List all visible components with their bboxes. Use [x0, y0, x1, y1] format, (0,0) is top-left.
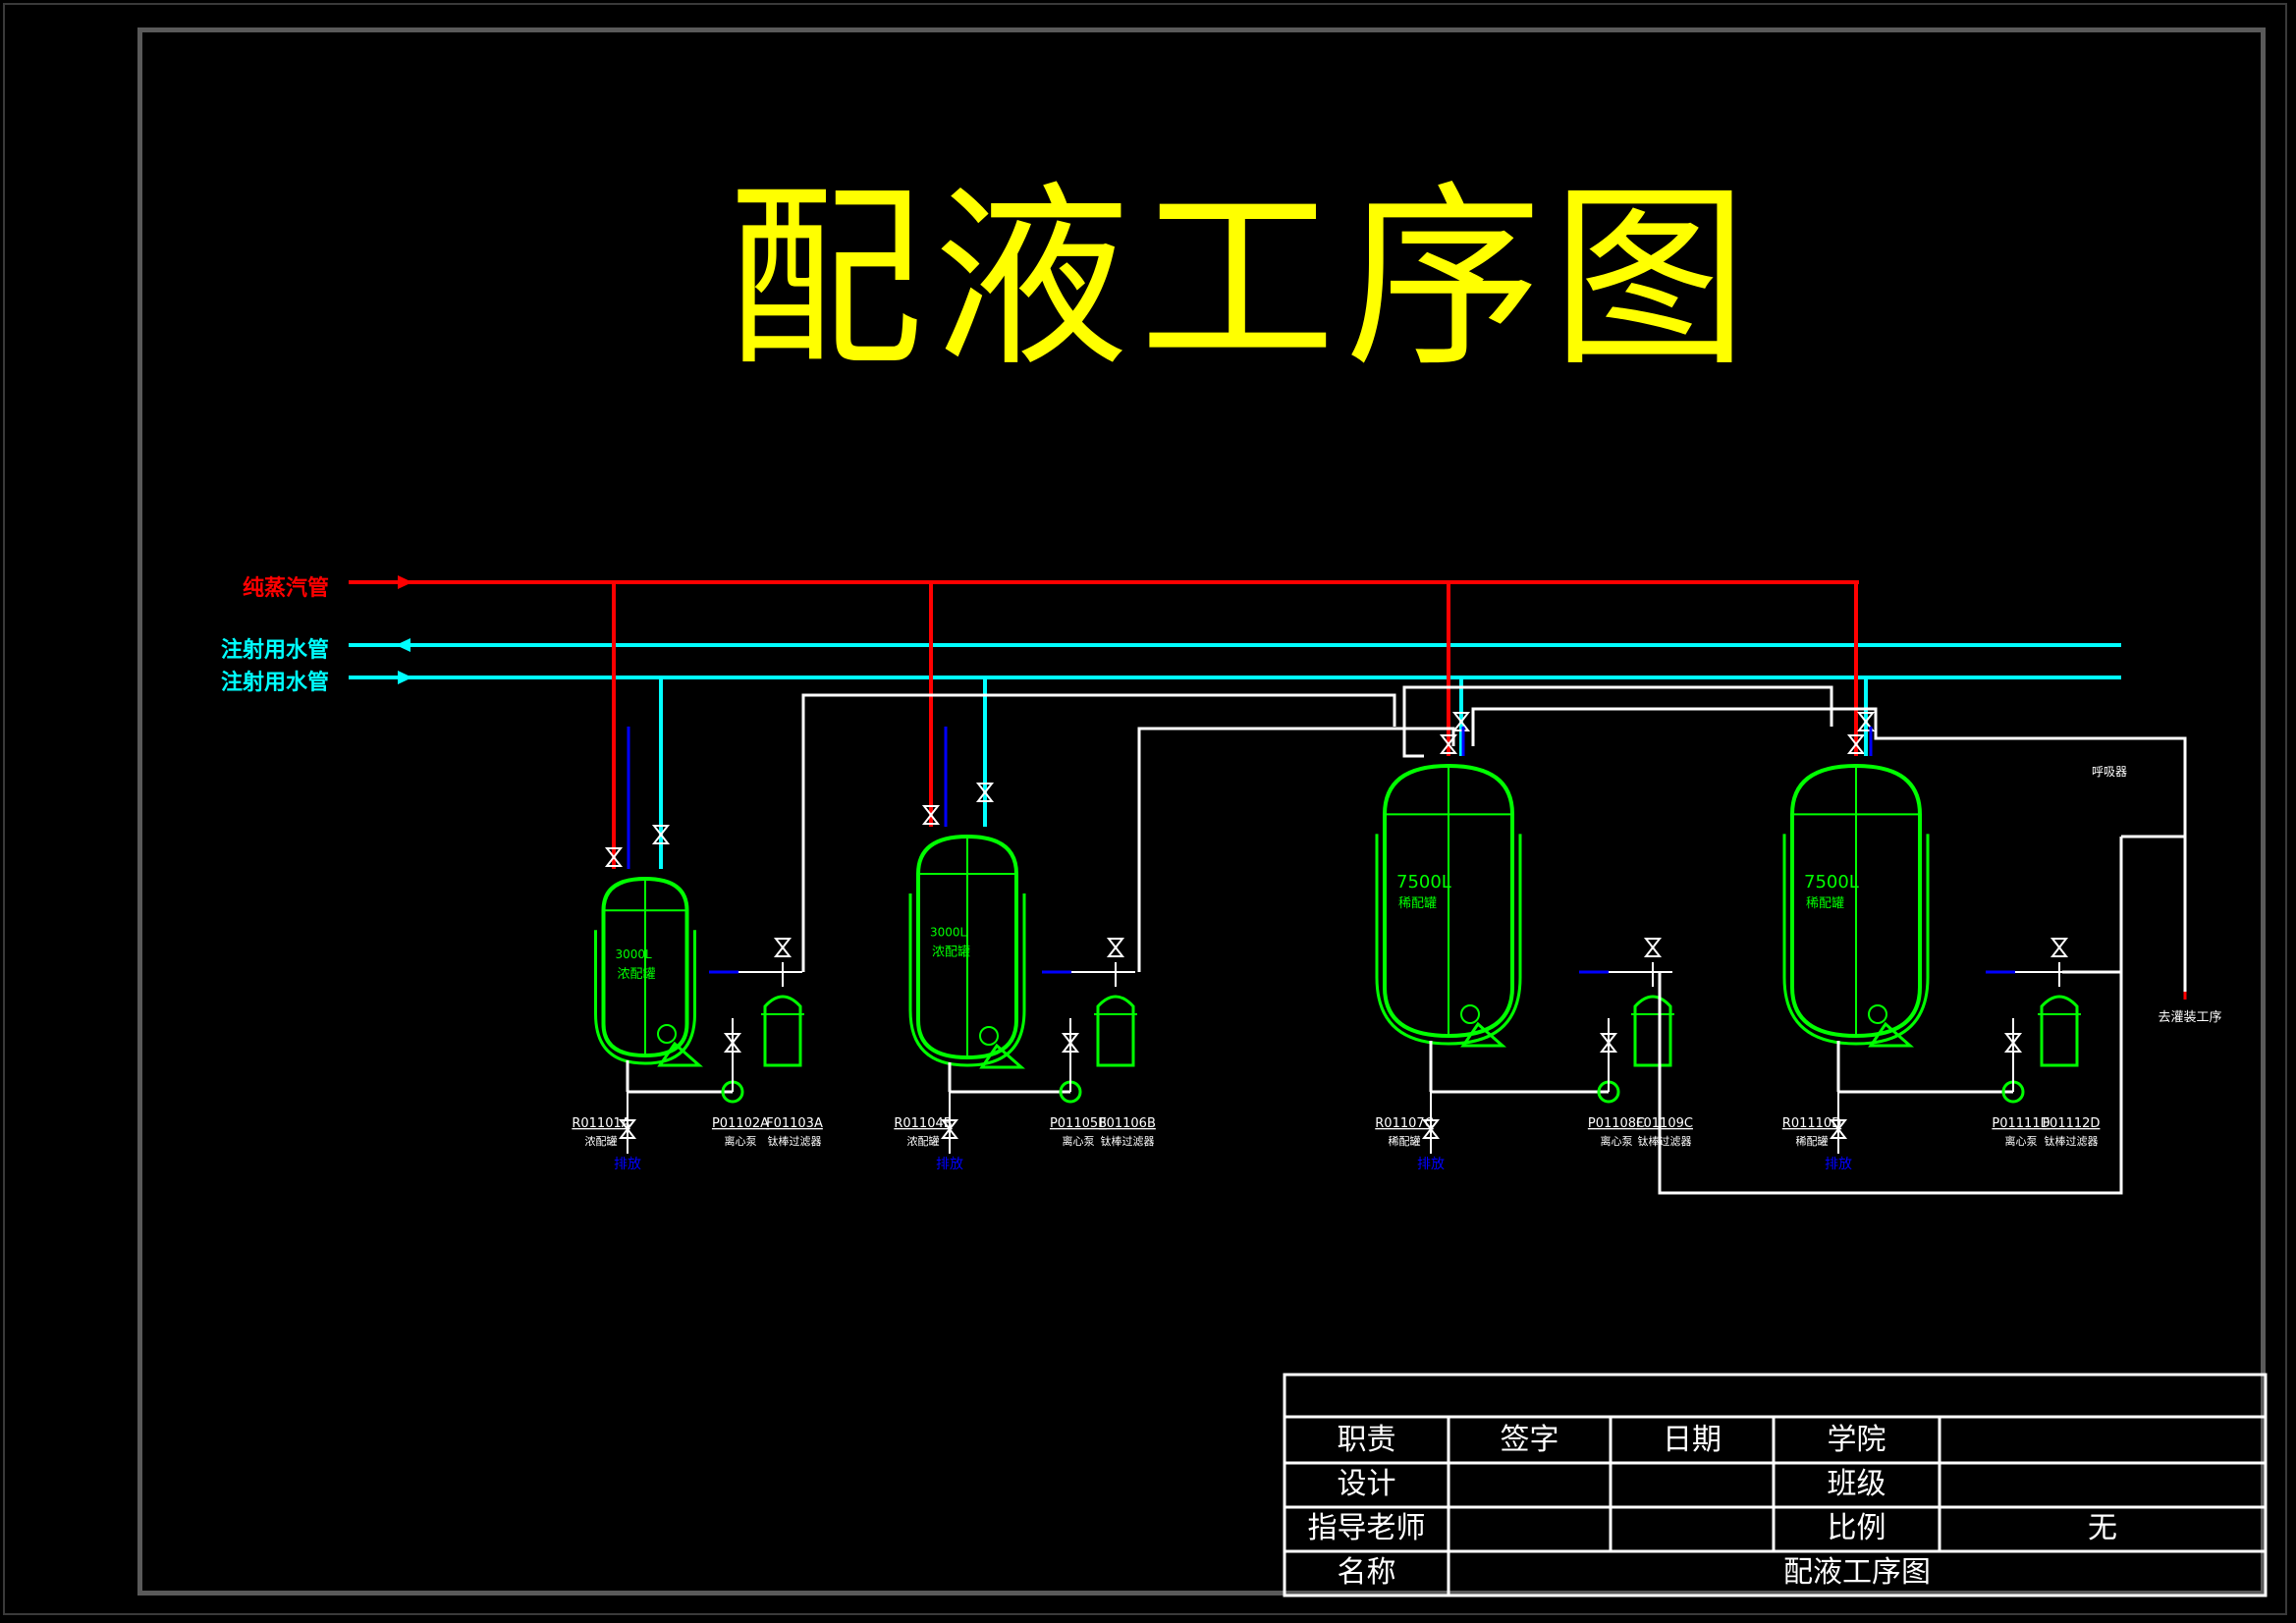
pump-P01105B — [1059, 1018, 1082, 1104]
pump-desc: 离心泵 — [1063, 1134, 1095, 1148]
tank-volume: 7500L — [1804, 872, 1859, 893]
filter-valve-1 — [773, 938, 793, 957]
filter-F01106B — [1042, 962, 1137, 1067]
outer-border — [3, 3, 2287, 1615]
tb-header-school: 学院 — [1827, 1423, 1886, 1457]
wfi-supply-label: 注射用水管 — [221, 670, 329, 695]
tb-header-date: 日期 — [1663, 1423, 1722, 1457]
tank-desc: 浓配罐 — [585, 1135, 618, 1148]
steam-header: 纯蒸汽管 — [243, 575, 1859, 601]
tank-tag: R01104B — [894, 1116, 952, 1131]
filter-F01103A — [709, 962, 804, 1067]
wfi-return-label: 注射用水管 — [221, 637, 329, 663]
steam-valve-3 — [1439, 734, 1458, 754]
steam-pipe-label: 纯蒸汽管 — [243, 575, 329, 601]
pump-tag: P01102A — [712, 1116, 769, 1131]
tank-volume: 7500L — [1396, 872, 1451, 893]
pump-valve-4 — [2003, 1033, 2023, 1053]
tank-type: 浓配罐 — [618, 967, 656, 982]
filter-valve-4 — [2050, 938, 2069, 957]
outlet-label: 去灌装工序 — [2158, 1010, 2221, 1025]
filter-tag: F01109C — [1636, 1116, 1693, 1131]
drawing-title: 配液工序图 — [727, 165, 1759, 394]
tank-type: 浓配罐 — [932, 945, 970, 959]
tank-tag: R01110D — [1782, 1116, 1841, 1131]
filter-valve-3 — [1643, 938, 1663, 957]
drawing-frame — [137, 27, 2266, 1596]
pump-desc: 离心泵 — [725, 1134, 757, 1148]
filter-valve-2 — [1106, 938, 1125, 957]
tank-R01101A: 3000L 浓配罐 — [594, 876, 703, 1067]
tb-teacher: 指导老师 — [1307, 1511, 1426, 1545]
drain-label: 排放 — [1417, 1157, 1445, 1172]
steam-valve-1 — [604, 847, 624, 867]
tank-volume: 3000L — [616, 947, 653, 961]
tb-name-value: 配液工序图 — [1783, 1555, 1931, 1590]
filter-desc: 钛棒过滤器 — [2045, 1134, 2099, 1148]
pump-tag: P01105B — [1050, 1116, 1107, 1131]
pump-desc: 离心泵 — [1601, 1134, 1633, 1148]
drain-valve-2 — [940, 1119, 959, 1139]
pump-valve-1 — [723, 1033, 742, 1053]
pump-desc: 离心泵 — [2005, 1134, 2038, 1148]
tank-desc: 稀配罐 — [1796, 1135, 1829, 1148]
steam-valve-4 — [1846, 734, 1866, 754]
steam-valve-2 — [921, 805, 941, 825]
filter-tag: F01103A — [766, 1116, 823, 1131]
filter-tag: F01106B — [1099, 1116, 1156, 1131]
water-valve-2 — [975, 783, 995, 802]
pump-P01108C — [1597, 1018, 1620, 1104]
tank-desc: 浓配罐 — [907, 1135, 940, 1148]
tank-R01104B: 3000L 浓配罐 — [908, 834, 1026, 1069]
tank-R01110D: 7500L 稀配罐 — [1782, 763, 1930, 1048]
pump-P01111D — [2001, 1018, 2025, 1104]
drain-label: 排放 — [614, 1157, 641, 1172]
filter-tag: F01112D — [2043, 1116, 2101, 1131]
water-valve-1 — [651, 825, 671, 844]
filter-desc: 钛棒过滤器 — [1101, 1134, 1155, 1148]
tank-tag: R01107C — [1375, 1116, 1433, 1131]
wfi-return-header: 注射用水管 — [221, 637, 2121, 663]
tb-scale-value: 无 — [2088, 1511, 2117, 1545]
tb-header-role: 职责 — [1337, 1423, 1396, 1457]
filter-desc: 钛棒过滤器 — [768, 1134, 822, 1148]
tank-tag: R01101A — [572, 1116, 629, 1131]
title-block — [1283, 1373, 2268, 1597]
drain-valve-4 — [1829, 1119, 1848, 1139]
drain-valve-1 — [618, 1119, 637, 1139]
vent-label: 呼吸器 — [2092, 765, 2127, 779]
water-valve-4 — [1856, 712, 1876, 731]
drain-label: 排放 — [1825, 1157, 1852, 1172]
tank-desc: 稀配罐 — [1389, 1135, 1421, 1148]
pump-valve-3 — [1599, 1033, 1618, 1053]
tb-scale-label: 比例 — [1827, 1511, 1886, 1545]
outlet-to-filling: 去灌装工序 呼吸器 — [2092, 765, 2222, 1025]
wfi-supply-header: 注射用水管 — [221, 670, 2121, 695]
tb-class: 班级 — [1827, 1467, 1886, 1501]
tank-type: 稀配罐 — [1806, 896, 1844, 911]
drain-valve-3 — [1421, 1119, 1441, 1139]
tb-header-sign: 签字 — [1500, 1423, 1559, 1457]
tank-type: 稀配罐 — [1398, 896, 1437, 911]
filter-F01109C — [1579, 962, 1674, 1067]
tb-design: 设计 — [1337, 1467, 1396, 1501]
pump-P01102A — [721, 1018, 744, 1104]
tank-R01107C: 7500L 稀配罐 — [1375, 763, 1522, 1048]
pump-valve-2 — [1061, 1033, 1080, 1053]
filter-desc: 钛棒过滤器 — [1638, 1134, 1692, 1148]
drain-label: 排放 — [936, 1157, 963, 1172]
filter-F01112D — [1986, 962, 2081, 1067]
pump-tag: P01108C — [1588, 1116, 1645, 1131]
transfer-lines — [801, 685, 2187, 1195]
tank-volume: 3000L — [930, 925, 967, 939]
tb-name-label: 名称 — [1337, 1555, 1396, 1590]
pump-tag: P01111D — [1992, 1116, 2050, 1131]
